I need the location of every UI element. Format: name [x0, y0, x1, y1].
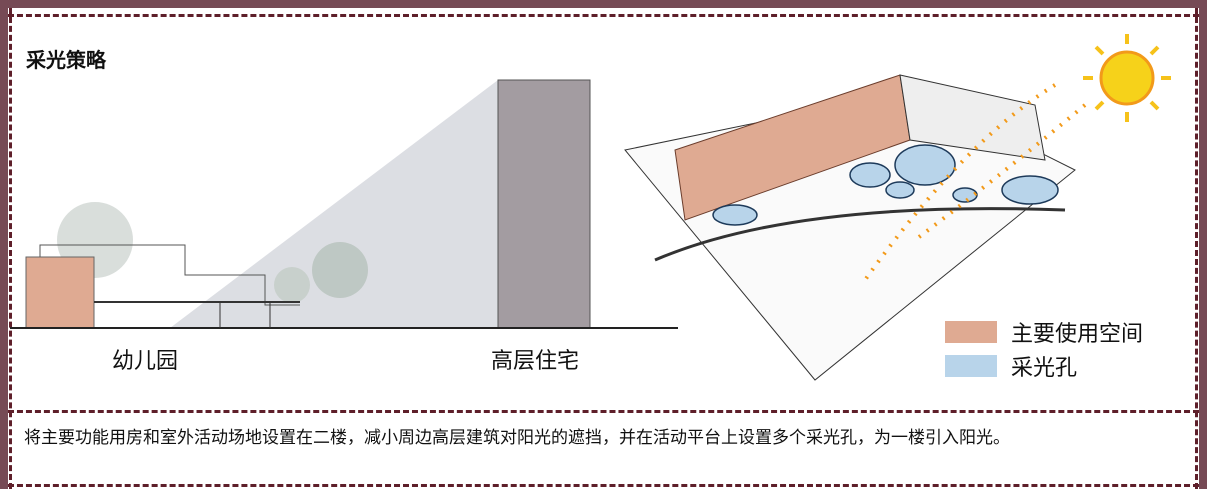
legend-swatch — [945, 321, 997, 343]
axonometric-diagram — [624, 34, 1171, 381]
legend-item-main-space: 主要使用空间 — [945, 316, 1143, 348]
divider — [8, 484, 1199, 487]
legend-label: 采光孔 — [1011, 356, 1078, 381]
tree — [312, 242, 368, 298]
divider — [8, 14, 1199, 17]
divider — [1195, 8, 1198, 489]
legend-swatch — [945, 355, 997, 377]
highrise-building — [497, 79, 591, 329]
section-diagram — [10, 79, 678, 329]
panel — [8, 8, 1199, 489]
tree — [274, 267, 310, 303]
kindergarten-main-space — [25, 256, 95, 329]
legend-label: 主要使用空间 — [1011, 322, 1144, 347]
divider — [9, 8, 12, 489]
skylights — [712, 144, 1059, 226]
kindergarten-label: 幼儿园 — [112, 349, 179, 374]
shadow-wedge — [170, 80, 498, 328]
section-title: 采光策略 — [26, 48, 106, 72]
legend-item-skylight: 采光孔 — [945, 350, 1077, 382]
sun-icon — [1083, 34, 1171, 122]
highrise-label: 高层住宅 — [491, 349, 580, 374]
description: 将主要功能用房和室外活动场地设置在二楼，减小周边高层建筑对阳光的遮挡，并在活动平… — [24, 428, 1010, 448]
divider — [8, 410, 1199, 413]
